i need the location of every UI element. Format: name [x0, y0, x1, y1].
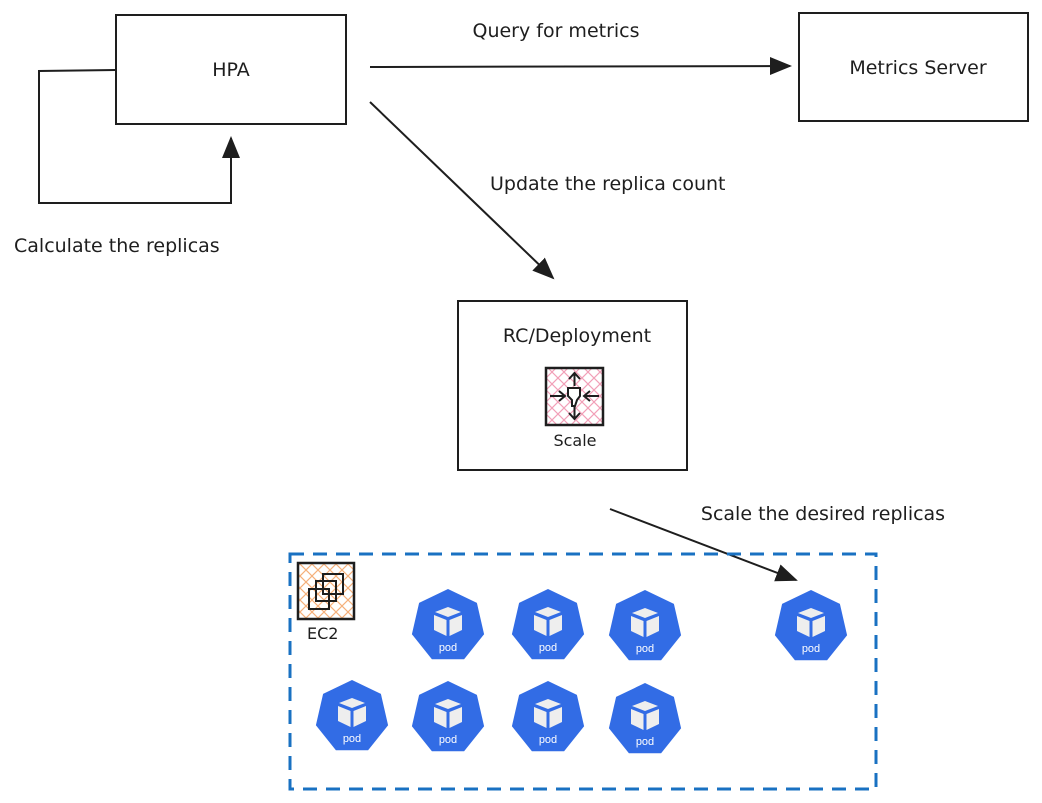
ec2-node[interactable]: EC2 — [296, 561, 356, 643]
pod-heptagon — [774, 590, 848, 661]
pod-label: pod — [343, 733, 361, 745]
metrics-server-label: Metrics Server — [849, 57, 987, 79]
calculate-replicas-loop-arrow — [38, 69, 240, 204]
cube-icon — [434, 607, 462, 636]
pod-heptagon — [511, 589, 585, 660]
update-replica-count-arrow — [369, 101, 555, 280]
hpa-label: HPA — [212, 59, 250, 81]
pod-heptagon — [608, 683, 682, 754]
hpa-box — [115, 14, 347, 125]
pod-label: pod — [802, 643, 820, 655]
pod-heptagon — [315, 680, 389, 751]
deployment-node[interactable]: RC/Deployment Scale — [457, 300, 688, 471]
pod-icon[interactable]: pod — [411, 681, 485, 752]
cube-icon — [434, 699, 462, 728]
pod-heptagon — [608, 590, 682, 661]
scale-icon-label: Scale — [553, 431, 596, 450]
pod-label: pod — [539, 642, 557, 654]
pod-label: pod — [439, 642, 457, 654]
pod-heptagon — [411, 589, 485, 660]
ec2-cluster-boundary[interactable] — [288, 552, 878, 791]
pod-label: pod — [439, 734, 457, 746]
hpa-node[interactable]: HPA — [115, 14, 347, 125]
pod-label: pod — [539, 734, 557, 746]
pods-group: pod pod pod pod pod pod pod pod — [315, 589, 848, 754]
pod-icon[interactable]: pod — [608, 590, 682, 661]
ec2-instances-icon — [296, 561, 356, 621]
pod-heptagon — [511, 681, 585, 752]
pod-label: pod — [636, 643, 654, 655]
pod-icon[interactable]: pod — [315, 680, 389, 751]
cube-icon — [338, 698, 366, 727]
scale-replicas-arrow — [609, 508, 798, 582]
cube-icon — [534, 699, 562, 728]
deployment-label: RC/Deployment — [503, 325, 651, 347]
query-metrics-label: Query for metrics — [472, 20, 639, 42]
query-metrics-arrow — [369, 57, 792, 76]
cube-icon — [797, 608, 825, 637]
cube-icon — [631, 608, 659, 637]
pod-label: pod — [636, 736, 654, 748]
metrics-server-box — [798, 12, 1029, 122]
pod-heptagon — [411, 681, 485, 752]
ec2-label: EC2 — [307, 624, 338, 643]
pod-icon[interactable]: pod — [511, 681, 585, 752]
calculate-replicas-label: Calculate the replicas — [14, 235, 220, 257]
scale-replicas-label: Scale the desired replicas — [701, 503, 945, 525]
cube-icon — [631, 701, 659, 730]
metrics-server-node[interactable]: Metrics Server — [798, 12, 1029, 122]
scale-icon — [544, 366, 605, 427]
cube-icon — [534, 607, 562, 636]
pod-icon[interactable]: pod — [608, 683, 682, 754]
pod-icon[interactable]: pod — [511, 589, 585, 660]
pod-icon[interactable]: pod — [411, 589, 485, 660]
update-replica-count-label: Update the replica count — [490, 173, 726, 195]
pod-icon[interactable]: pod — [774, 590, 848, 661]
